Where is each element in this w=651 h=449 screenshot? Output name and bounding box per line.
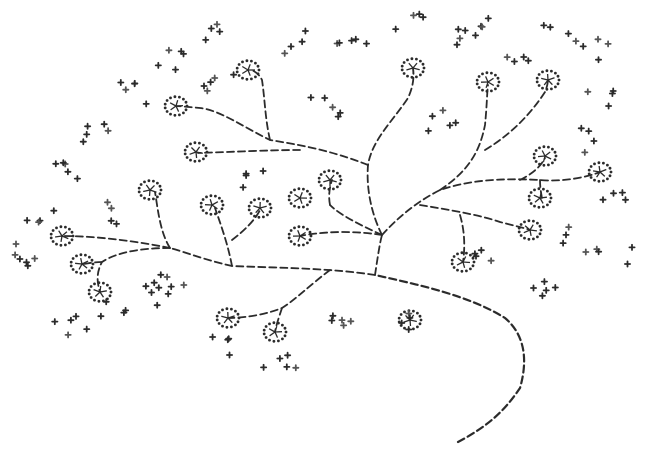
blossom-cluster — [200, 194, 225, 215]
cross-mark-group — [600, 190, 628, 202]
cross-mark-group — [478, 16, 491, 30]
cross-mark-group — [581, 37, 611, 63]
cross-mark-group — [472, 248, 493, 264]
branch-line — [232, 210, 260, 240]
cross-mark-group — [505, 54, 531, 64]
cross-mark-group — [105, 200, 119, 227]
blossom-cluster — [70, 253, 95, 274]
cross-mark-group — [261, 353, 298, 371]
blossom-cluster — [138, 179, 163, 200]
blossom-cluster — [401, 57, 426, 78]
branch-line — [330, 205, 382, 235]
cross-mark-group — [454, 27, 478, 48]
branch-line — [460, 215, 464, 262]
branch-line — [170, 248, 375, 275]
dashed-branches — [62, 68, 600, 442]
cross-mark-group — [426, 108, 459, 134]
branch-line — [368, 68, 414, 235]
cross-mark-group — [329, 313, 353, 328]
cross-mark-group — [210, 334, 232, 357]
cross-mark-group — [81, 122, 111, 145]
branch-line — [215, 208, 232, 266]
branch-line — [382, 172, 600, 235]
cross-mark-group — [531, 279, 558, 298]
blossom-cluster — [588, 161, 613, 182]
branch-line — [155, 192, 170, 248]
cross-mark-group — [201, 72, 236, 93]
blossom-cluster — [528, 187, 553, 208]
branch-line — [440, 85, 488, 190]
blossom-clusters — [50, 57, 613, 342]
blossom-cluster — [518, 219, 543, 240]
cross-mark-group — [13, 241, 38, 268]
blossom-cluster — [288, 225, 313, 246]
cross-mark-group — [118, 80, 149, 107]
branch-line — [420, 205, 530, 230]
blossom-cluster — [263, 321, 288, 342]
cross-mark-group — [579, 126, 597, 155]
blossom-cluster — [248, 197, 273, 218]
branch-line — [250, 70, 270, 140]
branch-line — [62, 236, 170, 248]
blossom-cluster — [216, 307, 241, 328]
cross-mark-group — [541, 23, 578, 44]
cross-mark-group — [156, 48, 186, 72]
cross-mark-group — [585, 88, 616, 108]
blossom-cluster — [88, 281, 113, 302]
cross-mark-group — [98, 299, 128, 319]
branch-line — [520, 158, 545, 180]
cross-mark-group — [308, 95, 343, 119]
cross-mark-group — [282, 28, 308, 56]
branch-line — [375, 235, 382, 275]
cross-mark-group — [203, 22, 222, 43]
cross-mark-group — [393, 12, 426, 32]
branch-line — [300, 232, 382, 236]
cross-mark-group — [561, 225, 600, 255]
cross-mark-group — [25, 208, 57, 225]
blossom-cluster — [536, 69, 561, 90]
branch-line — [228, 270, 330, 318]
blossom-cluster — [288, 187, 313, 208]
cross-mark-group — [241, 168, 266, 190]
blossom-cluster — [236, 59, 261, 80]
branch-line — [375, 275, 524, 442]
branch-line — [198, 150, 300, 153]
cross-mark-group — [596, 245, 635, 267]
cross-mark-group — [335, 37, 370, 47]
blossom-cluster — [533, 145, 558, 166]
cross-mark-group — [53, 160, 80, 181]
cross-mark-group — [52, 314, 89, 338]
